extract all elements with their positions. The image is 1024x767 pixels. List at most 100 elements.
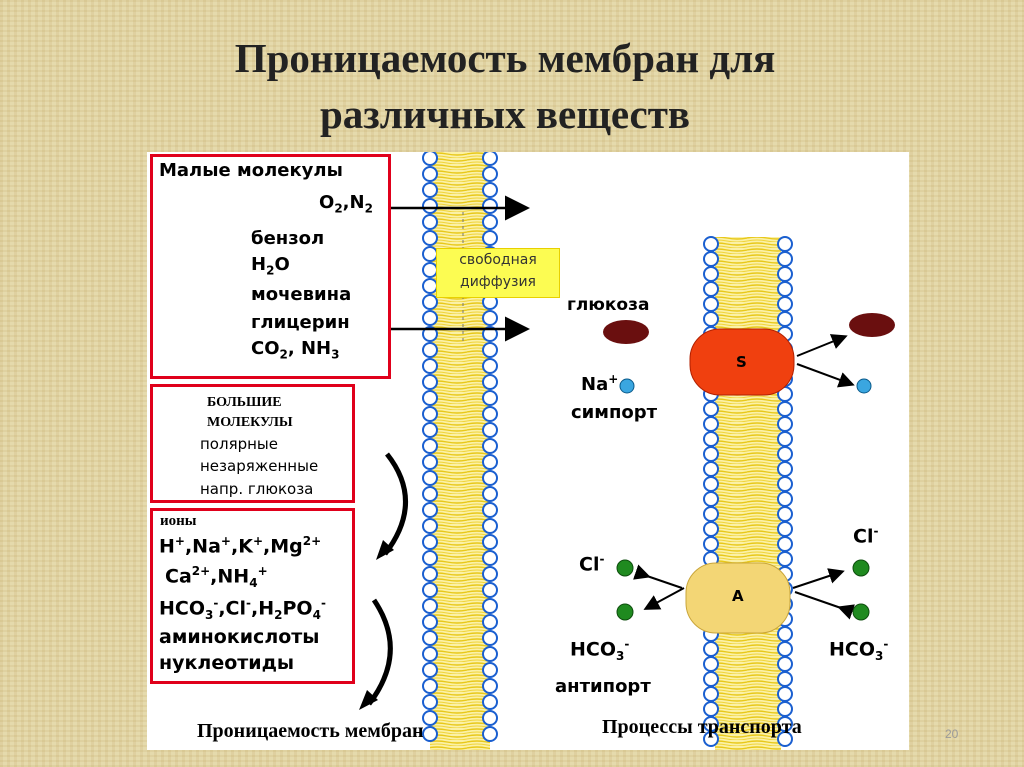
membrane-head — [482, 710, 498, 726]
membrane-head — [482, 374, 498, 390]
antiport-carrier — [685, 562, 791, 634]
membrane-head — [422, 630, 438, 646]
membrane-head — [482, 454, 498, 470]
membrane-head — [422, 438, 438, 454]
symport-carrier — [689, 328, 795, 396]
membrane-head — [482, 630, 498, 646]
membrane-head — [482, 550, 498, 566]
membrane-head — [777, 686, 793, 702]
cl-ion-left — [616, 559, 634, 577]
membrane-head — [422, 614, 438, 630]
membrane-head — [703, 671, 719, 687]
membrane-head — [703, 461, 719, 477]
slide-title: Проницаемость мембран для различных веще… — [0, 30, 1010, 142]
membrane-head — [422, 454, 438, 470]
membrane-head — [703, 446, 719, 462]
hco3-ion-left — [616, 603, 634, 621]
ions-amino-acids: аминокислоты — [159, 626, 320, 648]
membrane-head — [422, 278, 438, 294]
membrane-head — [422, 470, 438, 486]
cl-ion-right — [852, 559, 870, 577]
antiport-carrier-label: A — [732, 587, 744, 605]
membrane-head — [777, 236, 793, 252]
membrane-head — [703, 656, 719, 672]
membrane-head — [482, 152, 498, 166]
page-number: 20 — [945, 727, 959, 741]
gases-label: O2,N2 — [319, 192, 373, 216]
membrane-head — [703, 701, 719, 717]
caption-right: Процессы транспорта — [602, 716, 802, 738]
glucose-left — [603, 320, 649, 344]
membrane-head — [777, 491, 793, 507]
curved-arrow-ions — [367, 598, 393, 706]
left-membrane — [422, 152, 498, 750]
cl-right-label: Cl- — [853, 524, 879, 548]
large-molecule-polar: полярные — [200, 435, 278, 453]
small-molecules-box — [150, 154, 391, 379]
membrane-head — [703, 431, 719, 447]
ions-nucleotides: нуклеотиды — [159, 652, 295, 674]
left-membrane-heads-outer — [422, 152, 438, 742]
membrane-head — [482, 614, 498, 630]
membrane-head — [422, 166, 438, 182]
membrane-head — [703, 506, 719, 522]
membrane-head — [777, 626, 793, 642]
membrane-head — [703, 251, 719, 267]
membrane-head — [482, 518, 498, 534]
membrane-head — [777, 416, 793, 432]
membrane-head — [482, 646, 498, 662]
membrane-head — [422, 214, 438, 230]
caption-left: Проницаемость мембран — [197, 720, 424, 742]
membrane-head — [777, 401, 793, 417]
membrane-head — [703, 266, 719, 282]
membrane-head — [703, 296, 719, 312]
membrane-head — [422, 662, 438, 678]
glucose-label: глюкоза — [567, 295, 650, 315]
membrane-head — [422, 710, 438, 726]
ions-heading: ионы — [160, 513, 197, 529]
ions-line-1: H+,Na+,K+,Mg2+ — [159, 534, 322, 558]
membrane-head — [482, 662, 498, 678]
membrane-head — [482, 534, 498, 550]
membrane-head — [482, 326, 498, 342]
membrane-head — [777, 296, 793, 312]
membrane-head — [482, 502, 498, 518]
membrane-head — [422, 726, 438, 742]
membrane-head — [777, 521, 793, 537]
membrane-head — [422, 326, 438, 342]
membrane-head — [777, 641, 793, 657]
membrane-head — [703, 236, 719, 252]
membrane-head — [482, 486, 498, 502]
membrane-head — [482, 390, 498, 406]
antiport-label: антипорт — [555, 676, 651, 697]
large-molecules-box — [150, 384, 355, 503]
membrane-head — [422, 246, 438, 262]
membrane-head — [422, 374, 438, 390]
large-molecules-heading-1: БОЛЬШИЕ — [207, 395, 282, 410]
membrane-head — [482, 582, 498, 598]
membrane-head — [482, 358, 498, 374]
membrane-head — [422, 422, 438, 438]
curved-arrow-large-molecules — [383, 452, 408, 556]
membrane-head — [482, 342, 498, 358]
membrane-head — [703, 476, 719, 492]
membrane-head — [703, 641, 719, 657]
membrane-head — [703, 491, 719, 507]
membrane-head — [422, 598, 438, 614]
membrane-head — [777, 731, 793, 747]
membrane-head — [482, 166, 498, 182]
membrane-head — [422, 152, 438, 166]
membrane-head — [777, 446, 793, 462]
membrane-head — [777, 431, 793, 447]
membrane-head — [482, 182, 498, 198]
free-diffusion-line-2: диффузия — [460, 274, 536, 290]
na-ion-left — [619, 378, 635, 394]
membrane-head — [422, 534, 438, 550]
glucose-right — [849, 313, 895, 337]
large-molecules-heading-2: МОЛЕКУЛЫ — [207, 415, 293, 430]
membrane-head — [703, 536, 719, 552]
small-molecule-co2-nh3: CO2, NH3 — [251, 338, 340, 362]
membrane-head — [777, 536, 793, 552]
membrane-head — [422, 406, 438, 422]
membrane-head — [777, 671, 793, 687]
